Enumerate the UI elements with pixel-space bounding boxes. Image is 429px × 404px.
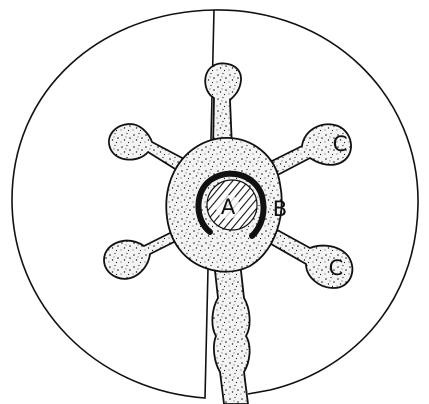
label-core-a: A bbox=[221, 195, 236, 219]
arm-upper-left bbox=[109, 124, 186, 172]
cell-body bbox=[104, 63, 352, 404]
arm-bottom-stalk bbox=[212, 262, 249, 404]
label-branch-c-lower: C bbox=[329, 256, 344, 280]
label-branch-c-upper: C bbox=[333, 132, 348, 156]
label-body-b: B bbox=[273, 197, 287, 221]
